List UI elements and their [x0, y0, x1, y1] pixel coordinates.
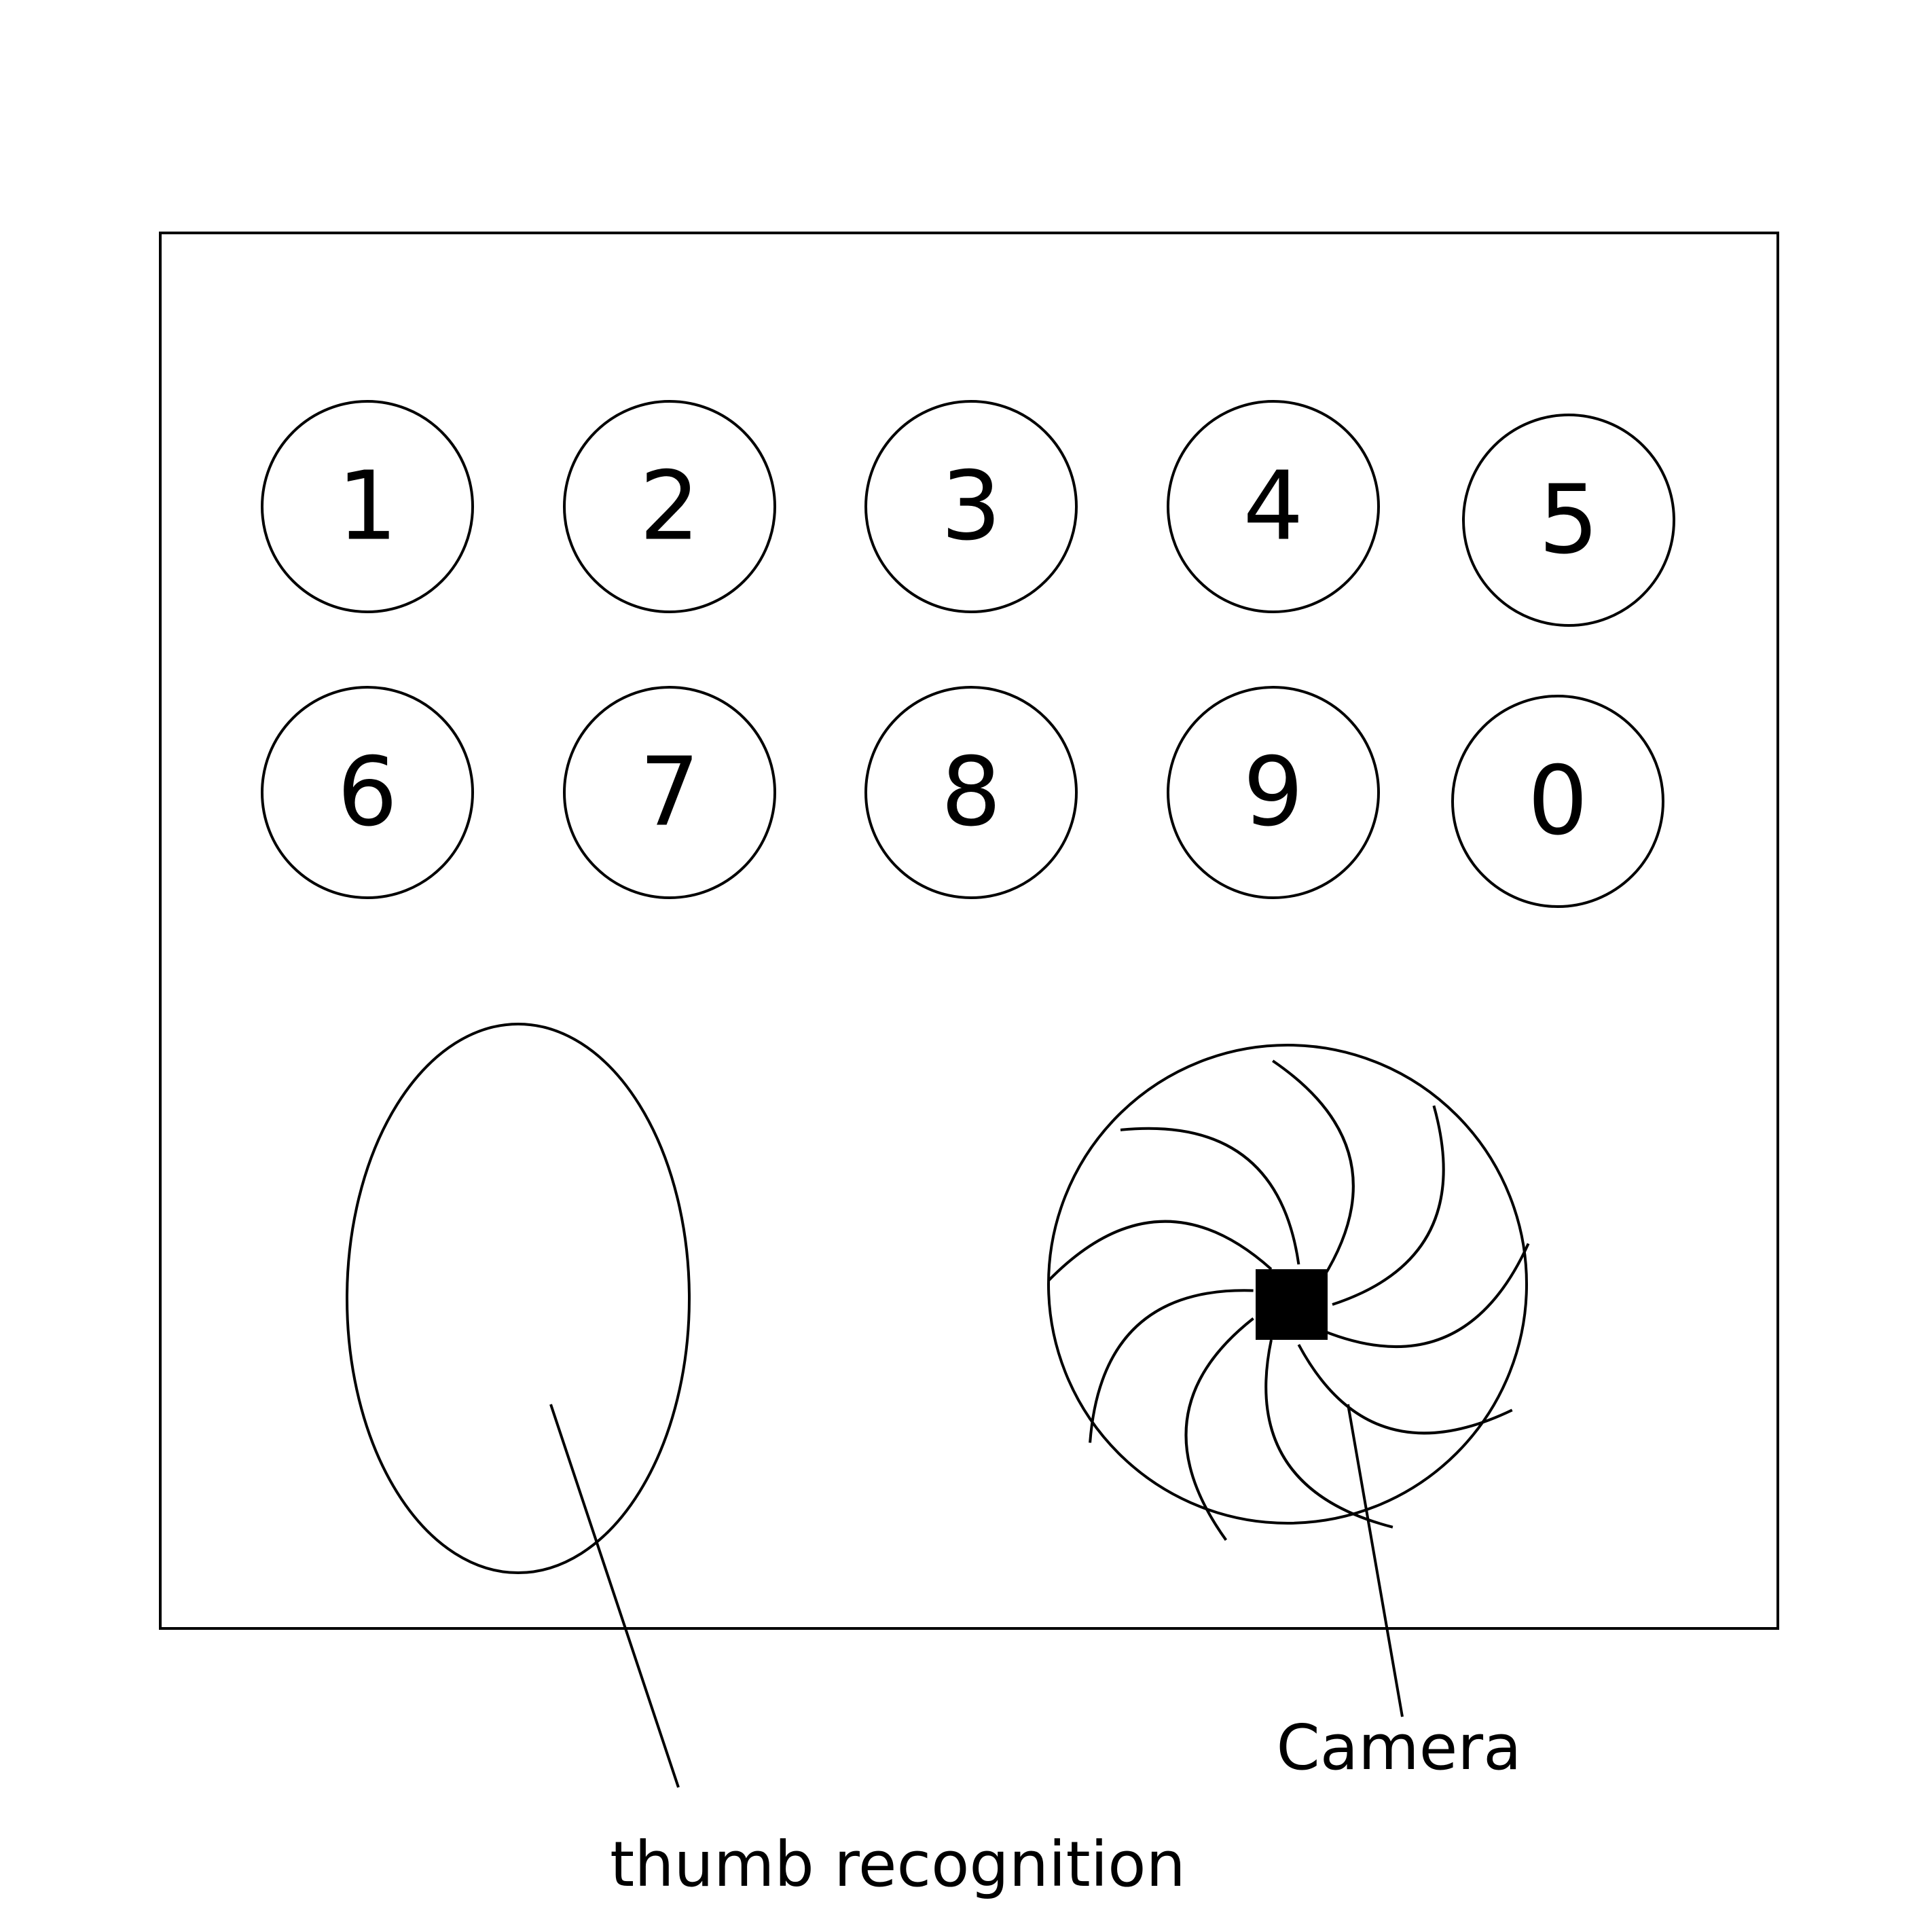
aperture-blade [1120, 1127, 1300, 1265]
key-3[interactable]: 3 [864, 400, 1078, 613]
key-4-circle[interactable] [1167, 400, 1380, 613]
aperture-blade [1322, 1243, 1530, 1349]
aperture-blade [1332, 1105, 1445, 1306]
key-7-circle[interactable] [563, 686, 776, 899]
key-8[interactable]: 8 [864, 686, 1078, 899]
key-2-circle[interactable] [563, 400, 776, 613]
aperture-blade [1272, 1059, 1355, 1279]
aperture-blade [1089, 1289, 1254, 1443]
aperture-blade [1297, 1344, 1513, 1435]
key-3-circle[interactable] [864, 400, 1078, 613]
key-4[interactable]: 4 [1167, 400, 1380, 613]
thumb-recognition-pad[interactable] [346, 1023, 691, 1574]
device-panel [159, 232, 1779, 1630]
aperture-blade [1047, 1220, 1273, 1282]
key-1[interactable]: 1 [261, 400, 474, 613]
aperture-blades [1047, 1059, 1530, 1541]
key-5-circle[interactable] [1462, 414, 1675, 627]
key-8-circle[interactable] [864, 686, 1078, 899]
key-6-circle[interactable] [261, 686, 474, 899]
key-1-circle[interactable] [261, 400, 474, 613]
key-7[interactable]: 7 [563, 686, 776, 899]
key-9[interactable]: 9 [1167, 686, 1380, 899]
camera-leader-line [1347, 1404, 1404, 1717]
key-6[interactable]: 6 [261, 686, 474, 899]
thumb-leader-line [549, 1404, 680, 1788]
camera-sensor [1256, 1269, 1328, 1340]
key-0[interactable]: 0 [1451, 695, 1664, 908]
camera-lens-rim [1047, 1044, 1528, 1525]
camera-lens [1047, 1044, 1530, 1541]
aperture-blade [1264, 1339, 1393, 1529]
keypad: 1 2 3 4 5 6 7 8 [261, 400, 1675, 908]
key-0-circle[interactable] [1451, 695, 1664, 908]
key-5[interactable]: 5 [1462, 414, 1675, 627]
key-2[interactable]: 2 [563, 400, 776, 613]
thumb-recognition-caption: thumb recognition [610, 1828, 1186, 1901]
aperture-blade [1184, 1317, 1254, 1541]
camera-caption: Camera [1276, 1711, 1521, 1784]
key-9-circle[interactable] [1167, 686, 1380, 899]
